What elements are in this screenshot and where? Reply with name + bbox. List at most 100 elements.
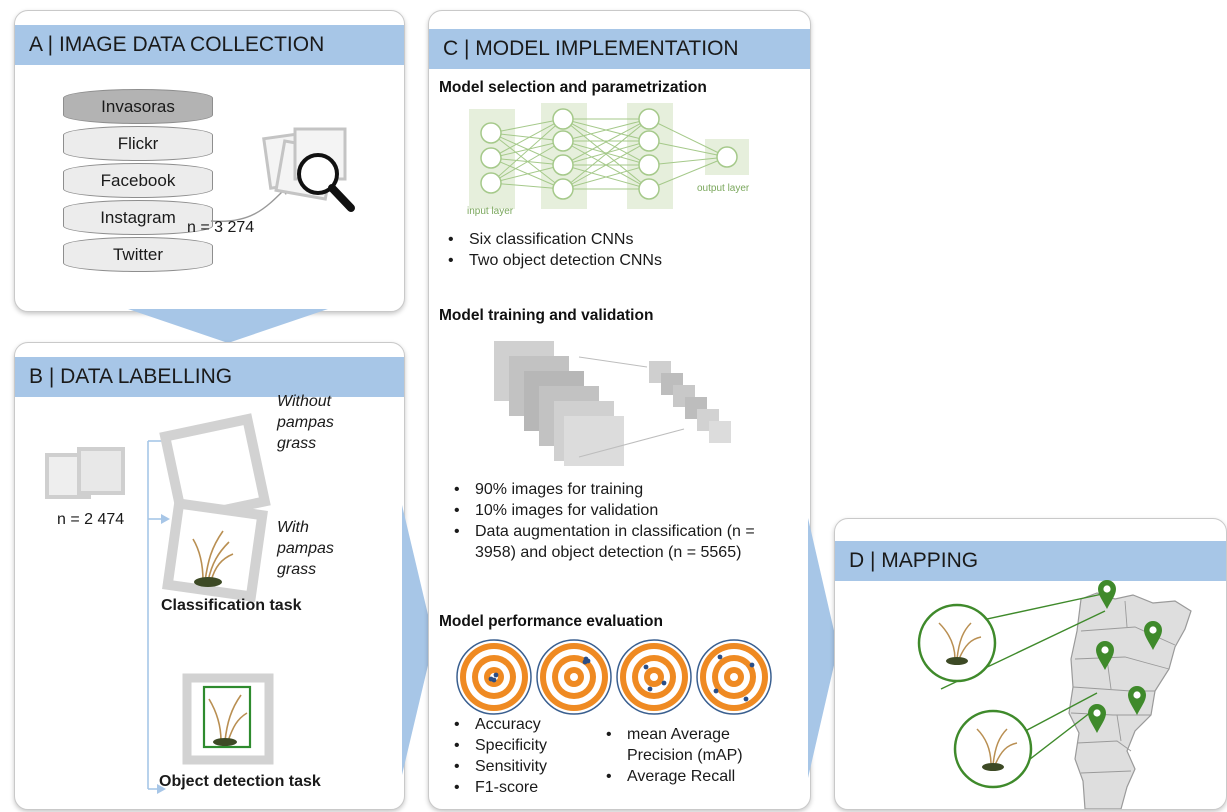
metric-item: mean Average Precision (mAP) bbox=[601, 724, 791, 766]
network-connection bbox=[562, 118, 650, 166]
db-source-twitter: Twitter bbox=[63, 237, 213, 272]
panel-image-data-collection: A | IMAGE DATA COLLECTION Invasoras Flic… bbox=[14, 10, 405, 312]
network-connection bbox=[562, 140, 650, 166]
photo-stack-icon bbox=[45, 447, 125, 499]
pampas-grass-icon bbox=[938, 622, 982, 660]
target-hit bbox=[717, 654, 723, 660]
map-pin-icon bbox=[1096, 641, 1114, 670]
map-pin-dot bbox=[1101, 646, 1109, 654]
pampas-grass-icon bbox=[208, 694, 248, 742]
classification-task-label: Classification task bbox=[161, 597, 302, 614]
target-hit bbox=[749, 662, 755, 668]
network-connection bbox=[648, 156, 728, 190]
network-connection bbox=[648, 140, 728, 158]
target-hit bbox=[493, 672, 499, 678]
db-source-instagram: Instagram bbox=[63, 200, 213, 235]
evaluation-title: Model performance evaluation bbox=[439, 613, 663, 630]
network-node bbox=[552, 178, 574, 200]
zoom-circle-south bbox=[953, 709, 1033, 789]
panel-c-title: C | MODEL IMPLEMENTATION bbox=[429, 29, 810, 69]
metric-item: Accuracy bbox=[449, 714, 599, 735]
training-bullets: 90% images for training 10% images for v… bbox=[449, 479, 769, 563]
network-connection bbox=[490, 140, 564, 184]
target-ring bbox=[730, 673, 738, 681]
target-hit bbox=[491, 677, 497, 683]
map-pin-dot bbox=[1103, 585, 1111, 593]
zoom-circle-north bbox=[917, 603, 997, 683]
network-connection bbox=[562, 140, 650, 190]
neural-network-diagram bbox=[469, 103, 749, 209]
target-ring bbox=[570, 673, 578, 681]
collected-count: n = 3 274 bbox=[187, 219, 255, 236]
metric-item: F1-score bbox=[449, 777, 599, 798]
selection-bullet: Six classification CNNs bbox=[443, 229, 783, 250]
map-pin-icon bbox=[1098, 580, 1116, 609]
collection-graphic bbox=[210, 127, 355, 223]
output-layer-label: output layer bbox=[697, 183, 750, 194]
with-pampas-label: With pampas grass bbox=[277, 519, 334, 578]
network-node bbox=[552, 154, 574, 176]
network-connection bbox=[562, 118, 650, 190]
map-pin-dot bbox=[1133, 691, 1141, 699]
selection-bullet: Two object detection CNNs bbox=[443, 250, 783, 271]
network-connection bbox=[490, 132, 564, 142]
model-graphic bbox=[456, 103, 772, 715]
object-detection-task-label: Object detection task bbox=[159, 773, 321, 790]
network-connection bbox=[490, 164, 564, 184]
target-ring bbox=[650, 673, 658, 681]
network-connection bbox=[648, 118, 728, 158]
panel-d-title: D | MAPPING bbox=[835, 541, 1226, 581]
labelled-count: n = 2 474 bbox=[57, 511, 125, 528]
target-hit bbox=[743, 696, 749, 702]
network-node bbox=[552, 108, 574, 130]
target-hit bbox=[643, 664, 649, 670]
network-connection bbox=[648, 156, 728, 166]
map-pin-icon bbox=[1144, 621, 1162, 650]
db-source-facebook: Facebook bbox=[63, 163, 213, 198]
network-connection bbox=[490, 118, 564, 134]
pampas-grass-icon bbox=[976, 728, 1018, 766]
panel-data-labelling: B | DATA LABELLING bbox=[14, 342, 405, 810]
metrics-left: Accuracy Specificity Sensitivity F1-scor… bbox=[449, 714, 599, 798]
object-detection-photo bbox=[182, 673, 274, 765]
network-node bbox=[480, 122, 502, 144]
without-pampas-label: Without pampas grass bbox=[277, 393, 334, 452]
map-pin-dot bbox=[1093, 709, 1101, 717]
network-node bbox=[638, 130, 660, 152]
with-pampas-photo bbox=[162, 497, 268, 603]
network-connection bbox=[490, 118, 564, 159]
network-connection bbox=[562, 118, 650, 142]
map-pin-dot bbox=[1149, 626, 1157, 634]
selection-title: Model selection and parametrization bbox=[439, 79, 707, 96]
target-hit bbox=[647, 686, 653, 692]
arrow-c-to-d bbox=[808, 518, 838, 778]
panel-mapping: D | MAPPING bbox=[834, 518, 1227, 810]
branch-lines bbox=[147, 440, 163, 790]
metric-item: Sensitivity bbox=[449, 756, 599, 777]
target-hit bbox=[661, 680, 667, 686]
metric-item: Specificity bbox=[449, 735, 599, 756]
db-source-flickr: Flickr bbox=[63, 126, 213, 161]
network-connection bbox=[562, 164, 650, 190]
arrow-a-to-b bbox=[128, 309, 328, 343]
training-title: Model training and validation bbox=[439, 307, 654, 324]
target-hit bbox=[713, 688, 719, 694]
magnifier-icon bbox=[297, 153, 355, 212]
target-hit bbox=[582, 659, 588, 665]
network-node bbox=[638, 178, 660, 200]
panel-b-title: B | DATA LABELLING bbox=[15, 357, 404, 397]
network-node bbox=[552, 130, 574, 152]
panel-model-implementation: C | MODEL IMPLEMENTATION Model selection… bbox=[428, 10, 811, 810]
map-pin-icon bbox=[1128, 686, 1146, 715]
training-bullet: 90% images for training bbox=[449, 479, 769, 500]
arrow-b-to-c bbox=[402, 505, 434, 775]
labelling-graphic bbox=[45, 413, 274, 794]
metric-item: Average Recall bbox=[601, 766, 791, 787]
map-pin-icon bbox=[1088, 704, 1106, 733]
input-layer-label: input layer bbox=[467, 206, 514, 217]
evaluation-targets bbox=[456, 639, 772, 715]
network-connection bbox=[490, 118, 564, 184]
training-bullet: 10% images for validation bbox=[449, 500, 769, 521]
map-pins bbox=[1088, 580, 1162, 733]
network-node bbox=[480, 147, 502, 169]
